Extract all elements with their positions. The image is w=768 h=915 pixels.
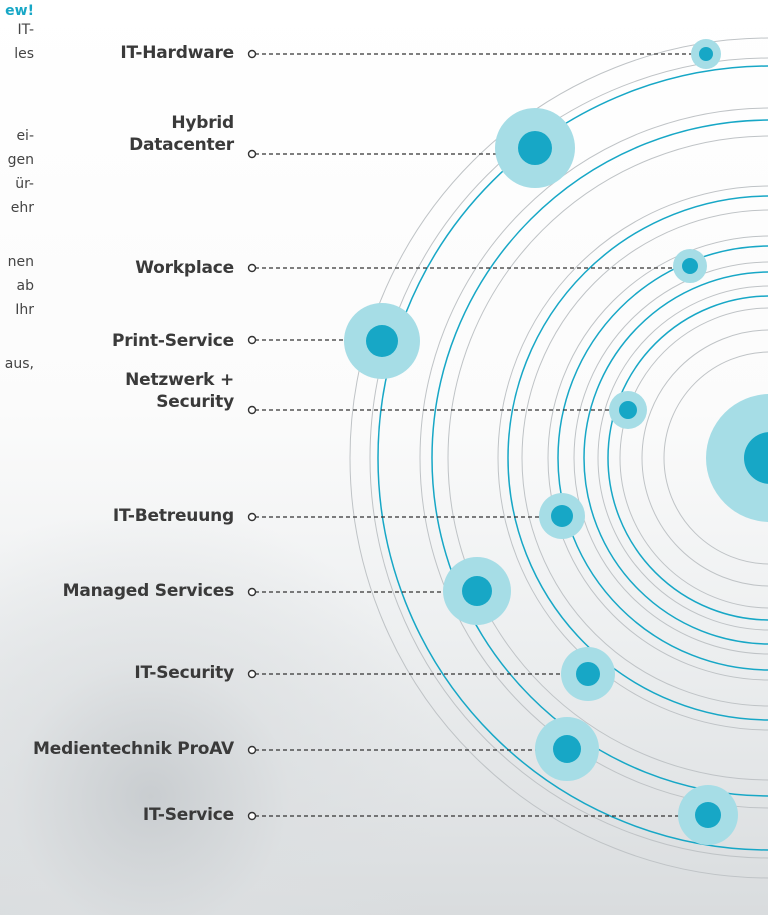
orbit-ring	[447, 135, 768, 781]
orbit-ring	[573, 261, 768, 655]
hub-core	[744, 432, 768, 484]
intro-fragment: gen	[7, 152, 34, 168]
orbit-ring	[547, 235, 768, 681]
orbit-ring	[349, 37, 768, 879]
intro-fragment: IT-	[17, 22, 34, 38]
hub-halo	[706, 394, 768, 522]
service-node-core	[682, 258, 698, 274]
orbit-ring	[497, 185, 768, 731]
service-node-core	[462, 576, 492, 606]
service-node-core	[551, 505, 573, 527]
orbit-ring	[619, 307, 768, 609]
service-node-core	[518, 131, 552, 165]
orbit-ring-accent	[557, 245, 768, 671]
service-label[interactable]: Medientechnik ProAV	[33, 739, 234, 759]
orbit-ring	[663, 351, 768, 565]
connector-start-circle	[247, 587, 257, 597]
orbit-ring	[369, 57, 768, 859]
orbit-ring-accent	[431, 119, 768, 797]
service-label[interactable]: Netzwerk +Security	[125, 370, 234, 412]
intro-fragment: ür-	[15, 176, 34, 192]
intro-fragment: ab	[16, 278, 34, 294]
connector-start-circle	[247, 149, 257, 159]
intro-fragment: ew!	[5, 3, 34, 19]
service-label[interactable]: IT-Hardware	[120, 43, 234, 63]
service-label[interactable]: Workplace	[135, 258, 234, 278]
service-node-core	[699, 47, 713, 61]
orbit-ring	[521, 209, 768, 707]
connector-start-circle	[247, 811, 257, 821]
connector-start-circle	[247, 49, 257, 59]
service-node-core	[366, 325, 398, 357]
service-node-core	[576, 662, 600, 686]
orbit-ring-accent	[583, 271, 768, 645]
service-label[interactable]: Print-Service	[111, 331, 234, 351]
connector-start-circle	[247, 335, 257, 345]
service-node-core	[619, 401, 637, 419]
intro-fragment: ehr	[10, 200, 34, 216]
intro-fragment: Ihr	[15, 302, 34, 318]
orbit-ring	[597, 285, 768, 631]
intro-fragment: ei-	[16, 128, 34, 144]
service-node-core	[695, 802, 721, 828]
orbit-ring	[641, 329, 768, 587]
service-node-core	[553, 735, 581, 763]
connector-start-circle	[247, 745, 257, 755]
intro-fragment: les	[14, 46, 34, 62]
orbit-ring-accent	[377, 65, 768, 851]
orbit-ring-accent	[507, 195, 768, 721]
intro-fragment: aus,	[4, 356, 34, 372]
orbit-ring	[419, 107, 768, 809]
orbit-ring-accent	[607, 295, 768, 621]
intro-fragment: nen	[7, 254, 34, 270]
service-label[interactable]: IT-Security	[134, 663, 234, 683]
service-label[interactable]: Managed Services	[62, 581, 235, 601]
service-label[interactable]: IT-Service	[142, 805, 234, 825]
connector-start-circle	[247, 263, 257, 273]
connector-start-circle	[247, 512, 257, 522]
cropped-intro-text: ew! IT- les ei- gen ür- ehr nen ab Ihr a…	[0, 0, 34, 400]
connector-start-circle	[247, 669, 257, 679]
service-label[interactable]: IT-Betreuung	[112, 506, 234, 526]
connector-start-circle	[247, 405, 257, 415]
